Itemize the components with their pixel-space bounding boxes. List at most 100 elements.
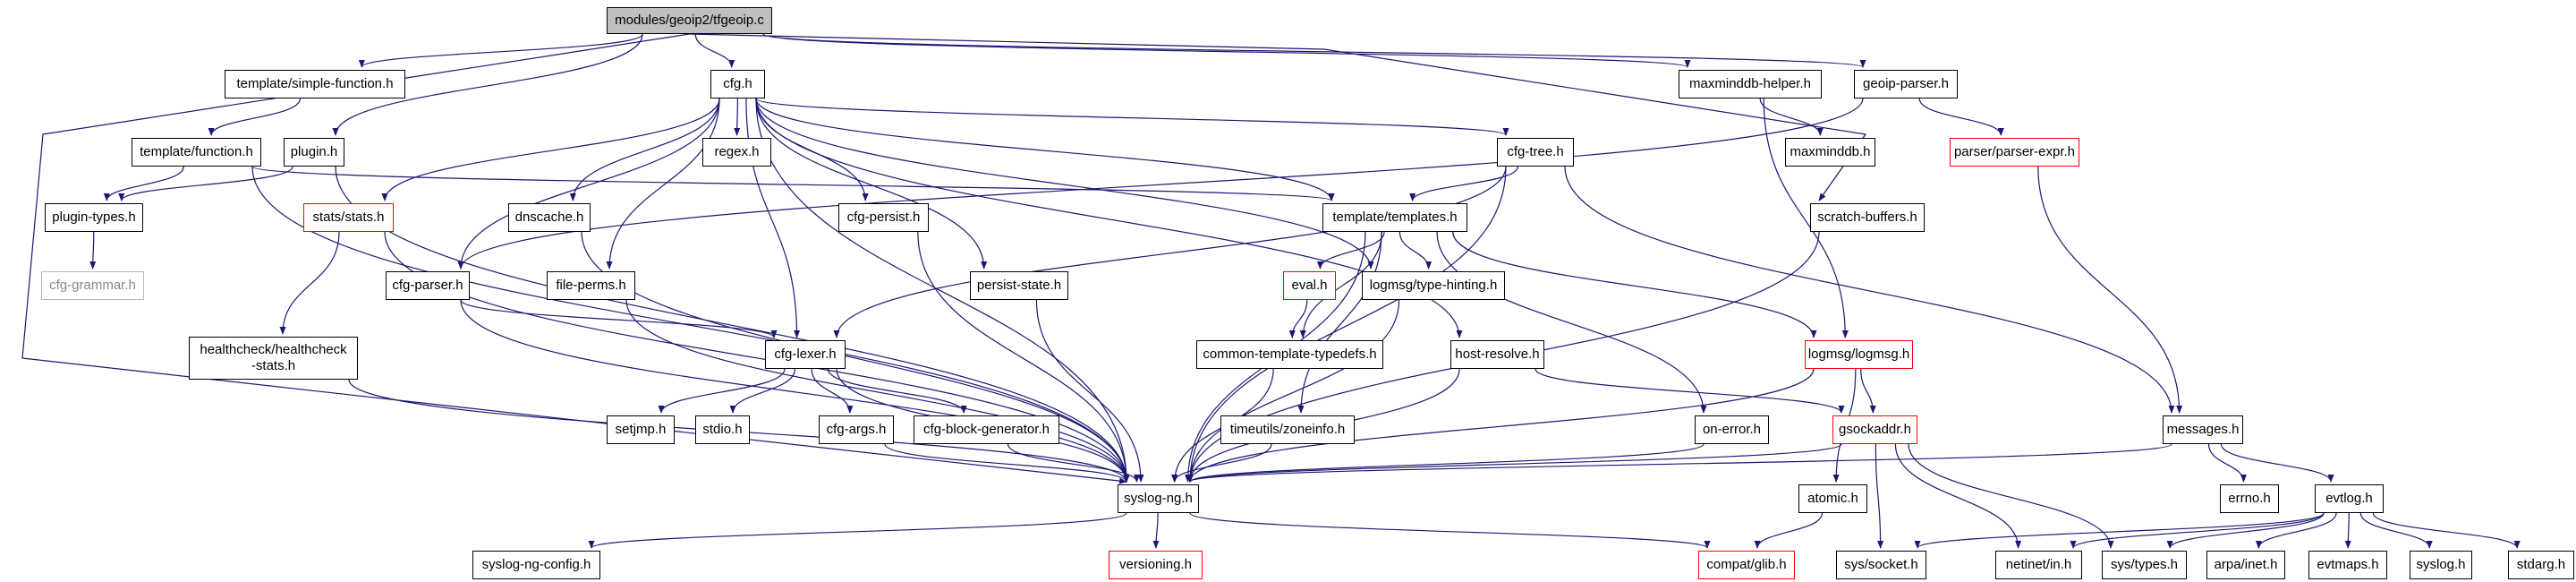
edge-cfg_lexer-to-cfg_block_gen — [827, 368, 967, 414]
graph-node-stats[interactable]: stats/stats.h — [303, 203, 394, 232]
graph-node-parser_expr[interactable]: parser/parser-expr.h — [1950, 138, 2079, 167]
graph-node-mmdb_helper[interactable]: maxminddb-helper.h — [1679, 70, 1822, 98]
graph-node-geoip_parser[interactable]: geoip-parser.h — [1854, 70, 1958, 98]
edge-syslog_ng-to-versioning — [1152, 512, 1160, 549]
graph-node-label: setjmp.h — [615, 422, 667, 437]
graph-node-atomic[interactable]: atomic.h — [1798, 484, 1867, 513]
graph-node-label: regex.h — [714, 144, 760, 159]
graph-node-gsockaddr[interactable]: gsockaddr.h — [1832, 415, 1917, 444]
edge-evtlog-to-stdarg — [2372, 512, 2521, 549]
graph-node-persist_state[interactable]: persist-state.h — [970, 271, 1068, 300]
graph-node-label: compat/glib.h — [1706, 557, 1787, 572]
graph-node-compat_glib[interactable]: compat/glib.h — [1698, 551, 1795, 579]
edge-persist_state-to-syslog_ng — [1035, 299, 1144, 483]
graph-node-errno[interactable]: errno.h — [2220, 484, 2279, 513]
edge-logmsg-to-syslog_ng — [1186, 368, 1815, 483]
graph-node-file_perms[interactable]: file-perms.h — [547, 271, 635, 300]
graph-node-syslog_ng[interactable]: syslog-ng.h — [1118, 484, 1199, 513]
edge-cfg-to-syslog_ng — [755, 98, 1130, 483]
graph-node-sys_types[interactable]: sys/types.h — [2102, 551, 2187, 579]
graph-node-healthcheck[interactable]: healthcheck/healthcheck -stats.h — [189, 337, 358, 380]
graph-node-label: cfg-grammar.h — [49, 278, 136, 293]
graph-node-label: cfg-tree.h — [1507, 144, 1564, 159]
graph-node-templates[interactable]: template/templates.h — [1322, 203, 1467, 232]
edge-root-to-geoip_parser — [762, 33, 1866, 68]
edge-logmsg-to-gsockaddr — [1860, 368, 1876, 414]
graph-node-label: syslog-ng-config.h — [481, 557, 591, 572]
graph-node-dnscache[interactable]: dnscache.h — [508, 203, 591, 232]
graph-node-zoneinfo[interactable]: timeutils/zoneinfo.h — [1220, 415, 1355, 444]
edge-cfg_parser-to-syslog_ng — [460, 299, 1130, 483]
graph-node-simple_function[interactable]: template/simple-function.h — [225, 70, 405, 98]
graph-node-label: eval.h — [1291, 278, 1328, 293]
edge-evtlog-to-sys_socket — [1914, 512, 2325, 549]
edge-plugin-to-plugin_types — [118, 166, 293, 201]
edge-geoip_parser-to-cfg_parser — [457, 98, 1864, 270]
graph-node-label: common-template-typedefs.h — [1203, 347, 1377, 362]
edge-function-to-templates — [251, 166, 1334, 201]
graph-node-plugin[interactable]: plugin.h — [284, 138, 344, 167]
graph-node-stdarg[interactable]: stdarg.h — [2508, 551, 2574, 579]
graph-node-cfg[interactable]: cfg.h — [710, 70, 765, 98]
graph-node-cfg_tree[interactable]: cfg-tree.h — [1497, 138, 1574, 167]
graph-node-eval[interactable]: eval.h — [1283, 271, 1336, 300]
edge-evtlog-to-arpa_inet — [2255, 512, 2337, 549]
graph-node-label: atomic.h — [1807, 491, 1858, 506]
graph-node-host_resolve[interactable]: host-resolve.h — [1450, 340, 1544, 369]
edge-root-to-mmdb_helper — [762, 33, 1691, 68]
graph-node-regex[interactable]: regex.h — [702, 138, 771, 167]
graph-node-ctt[interactable]: common-template-typedefs.h — [1196, 340, 1383, 369]
graph-node-cfg_parser[interactable]: cfg-parser.h — [386, 271, 470, 300]
graph-node-evtmaps[interactable]: evtmaps.h — [2308, 551, 2387, 579]
graph-node-netinet_in[interactable]: netinet/in.h — [1995, 551, 2082, 579]
edge-messages-to-errno — [2207, 443, 2247, 483]
edge-cfg-to-cfg_tree — [755, 98, 1509, 136]
graph-node-label: cfg-block-generator.h — [923, 422, 1050, 437]
graph-node-versioning[interactable]: versioning.h — [1109, 551, 1203, 579]
graph-node-scratch_buffers[interactable]: scratch-buffers.h — [1810, 203, 1925, 232]
graph-node-sng_config[interactable]: syslog-ng-config.h — [472, 551, 600, 579]
graph-node-stdio[interactable]: stdio.h — [695, 415, 750, 444]
graph-node-cfg_block_gen[interactable]: cfg-block-generator.h — [914, 415, 1059, 444]
edge-cfg-to-regex — [734, 98, 741, 136]
graph-node-setjmp[interactable]: setjmp.h — [607, 415, 675, 444]
graph-node-label: syslog-ng.h — [1124, 491, 1193, 506]
edge-stats-to-healthcheck — [279, 231, 340, 335]
graph-node-root[interactable]: modules/geoip2/tfgeoip.c — [607, 7, 772, 34]
graph-node-logmsg[interactable]: logmsg/logmsg.h — [1805, 340, 1913, 369]
edge-atomic-to-compat_glib — [1754, 512, 1824, 549]
graph-node-sys_socket[interactable]: sys/socket.h — [1836, 551, 1926, 579]
graph-node-label: dnscache.h — [514, 210, 584, 225]
graph-node-syslog_h[interactable]: syslog.h — [2410, 551, 2472, 579]
graph-node-messages[interactable]: messages.h — [2163, 415, 2243, 444]
edge-templates-to-on_error — [1436, 231, 1707, 414]
edge-zoneinfo-to-syslog_ng — [1171, 443, 1272, 483]
graph-node-type_hinting[interactable]: logmsg/type-hinting.h — [1362, 271, 1505, 300]
graph-node-label: stdarg.h — [2516, 557, 2566, 572]
edge-type_hinting-to-syslog_ng — [1186, 299, 1400, 483]
graph-node-arpa_inet[interactable]: arpa/inet.h — [2206, 551, 2285, 579]
edge-mmdb_helper-to-maxminddb — [1759, 98, 1824, 136]
edge-evtlog-to-netinet_in — [2070, 512, 2325, 549]
edge-on_error-to-syslog_ng — [1186, 443, 1705, 483]
graph-node-label: syslog.h — [2416, 557, 2466, 572]
graph-node-label: messages.h — [2166, 422, 2240, 437]
graph-node-label: persist-state.h — [976, 278, 1062, 293]
graph-node-cfg_args[interactable]: cfg-args.h — [819, 415, 894, 444]
graph-node-maxminddb[interactable]: maxminddb.h — [1785, 138, 1875, 167]
graph-node-on_error[interactable]: on-error.h — [1695, 415, 1769, 444]
graph-node-plugin_types[interactable]: plugin-types.h — [45, 203, 143, 232]
graph-node-cfg_persist[interactable]: cfg-persist.h — [838, 203, 929, 232]
graph-node-evtlog[interactable]: evtlog.h — [2315, 484, 2384, 513]
edge-cfg-to-templates — [755, 98, 1335, 201]
edge-parser_expr-to-messages — [2037, 166, 2183, 414]
edge-templates-to-type_hinting — [1399, 231, 1433, 270]
edge-root-to-plugin — [332, 33, 643, 136]
edge-root-to-syslog_ng — [21, 33, 1127, 484]
graph-node-label: sys/types.h — [2110, 557, 2179, 572]
graph-node-function[interactable]: template/function.h — [132, 138, 261, 167]
graph-node-cfg_lexer[interactable]: cfg-lexer.h — [765, 340, 846, 369]
edge-cfg_tree-to-syslog_ng — [1186, 166, 1507, 483]
edge-gsockaddr-to-netinet_in — [1894, 443, 2022, 549]
